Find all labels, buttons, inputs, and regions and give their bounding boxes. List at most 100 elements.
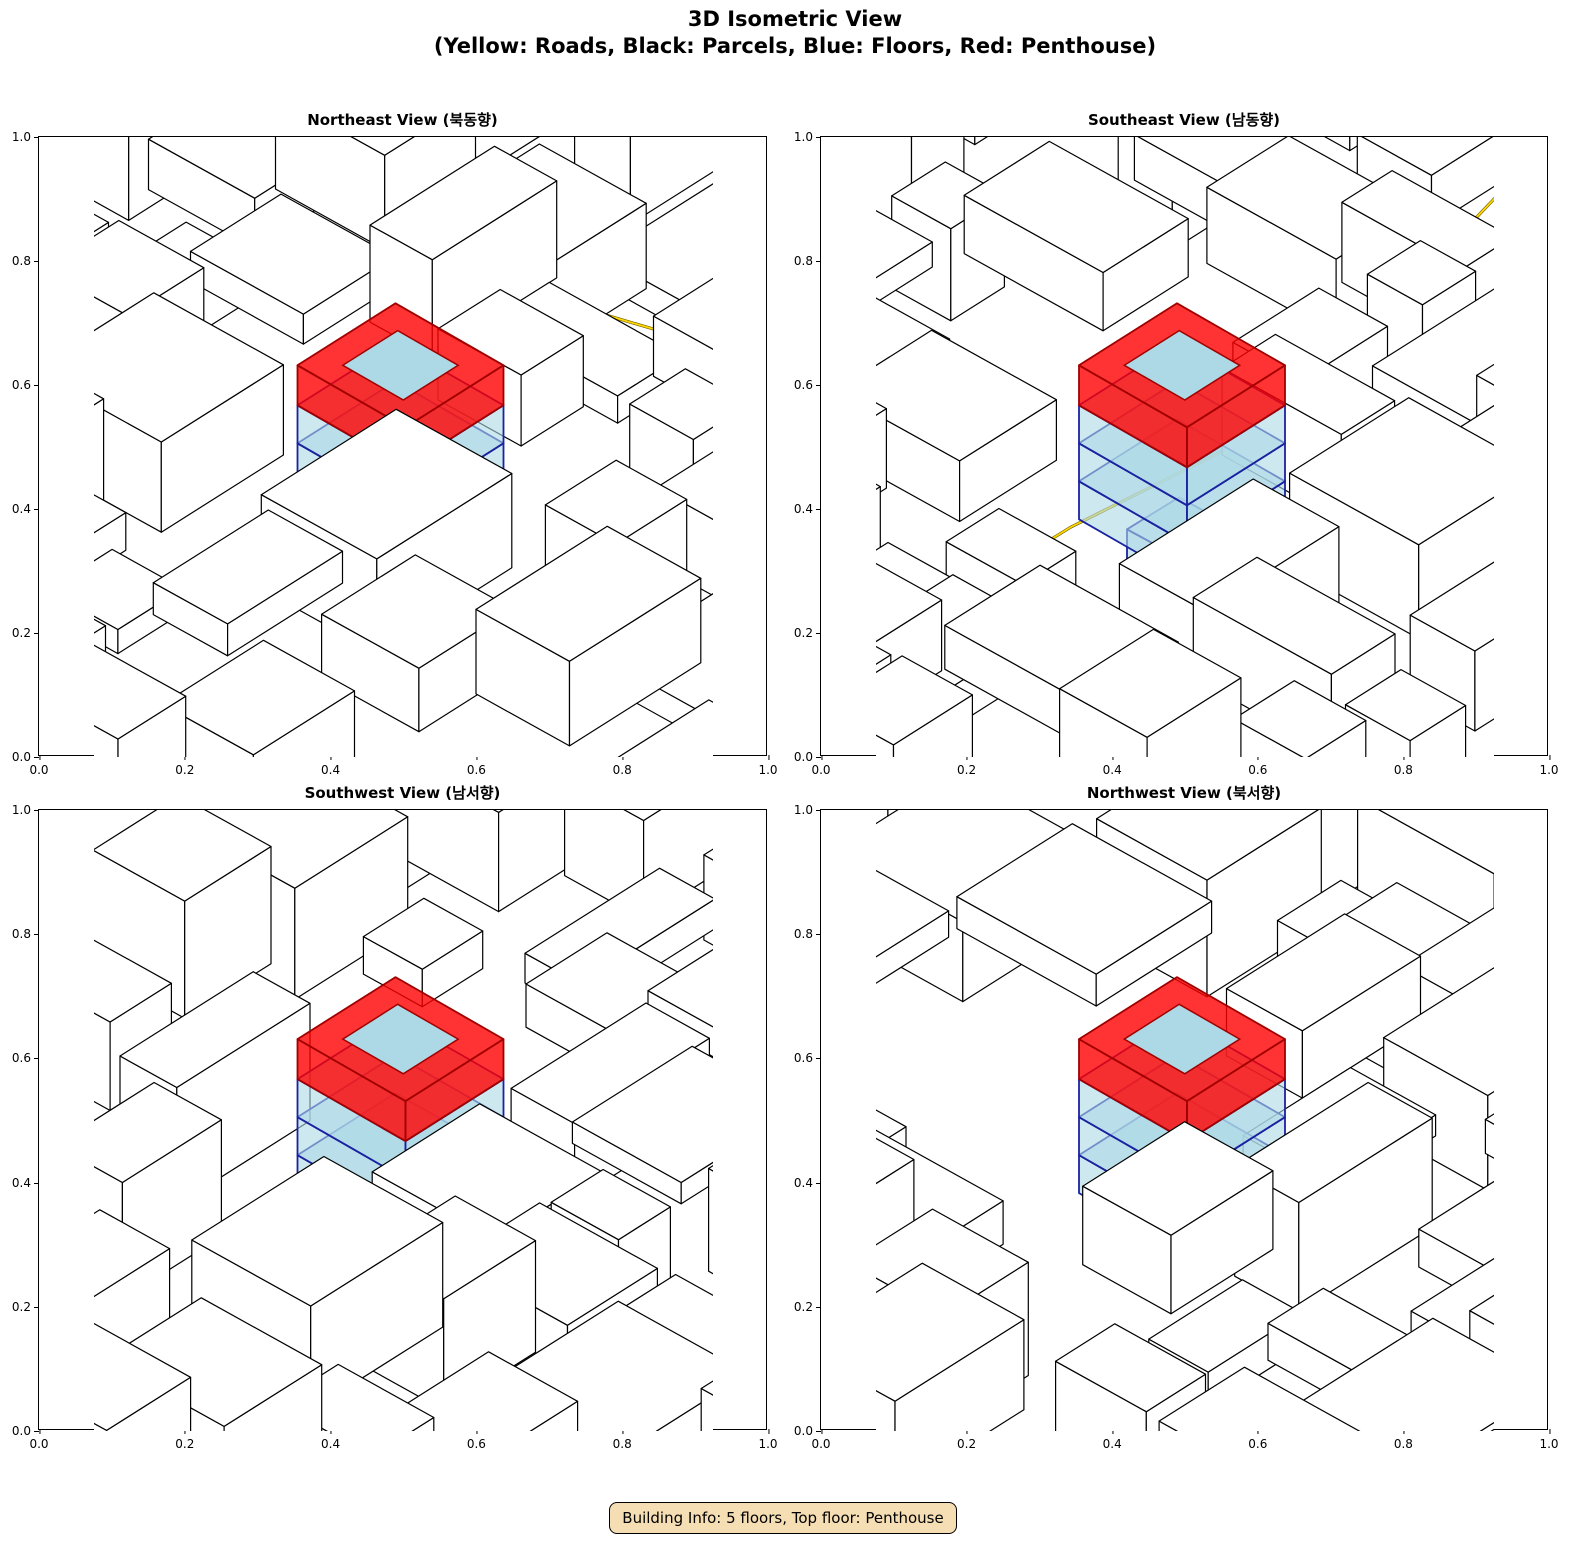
- parcel-building: [1233, 680, 1367, 757]
- panel-title: Southwest View (남서향): [304, 784, 501, 802]
- x-tick-label: 0.2: [175, 755, 195, 777]
- isometric-scene: [821, 137, 1549, 757]
- x-tick-label: 0.2: [957, 1429, 977, 1451]
- y-tick-label: 0.2: [11, 1299, 40, 1314]
- parcel-building: [39, 623, 74, 757]
- y-tick-label: 0.0: [793, 1424, 822, 1438]
- parcel-building: [94, 644, 187, 757]
- y-tick-label: 1.0: [11, 130, 40, 144]
- x-tick-label: 0.6: [1248, 755, 1268, 777]
- figure-title-line2: (Yellow: Roads, Black: Parcels, Blue: Fl…: [433, 34, 1157, 58]
- y-tick-label: 0.2: [793, 1299, 822, 1314]
- parcel-building: [821, 137, 866, 248]
- parcel-building: [571, 1045, 713, 1205]
- parcel-building: [876, 1262, 1025, 1431]
- parcel-building: [1490, 1428, 1494, 1431]
- x-tick-label: 1.0: [758, 1429, 778, 1451]
- parcel-building: [475, 525, 702, 747]
- parcel-building: [1158, 1366, 1361, 1431]
- parcel-building: [94, 292, 284, 533]
- x-tick-label: 0.8: [1393, 755, 1413, 777]
- parcel-building: [738, 1015, 768, 1229]
- parcel-building: [959, 137, 988, 146]
- parcel-building: [1496, 277, 1549, 438]
- panel-title: Southeast View (남동향): [1087, 111, 1281, 129]
- y-tick-label: 0.4: [11, 502, 40, 516]
- y-tick-label: 0.2: [793, 626, 822, 640]
- x-tick-label: 1.0: [1539, 1429, 1559, 1451]
- parcel-building: [703, 848, 713, 946]
- y-tick-label: 0.8: [793, 927, 822, 942]
- parcel-building: [362, 897, 484, 1008]
- x-tick-label: 0.4: [1102, 755, 1122, 777]
- isometric-scene: [39, 137, 713, 757]
- y-tick-label: 0.4: [793, 1175, 822, 1190]
- parcel-building: [821, 247, 859, 437]
- parcel-building: [94, 392, 105, 510]
- x-tick-label: 0.0: [811, 755, 831, 777]
- parcel-building: [876, 483, 881, 577]
- parcel-building: [707, 1165, 713, 1275]
- parcel-building: [1541, 812, 1549, 1020]
- y-tick-label: 0.4: [793, 502, 822, 516]
- parcel-building: [700, 1380, 713, 1431]
- parcel-building: [617, 699, 713, 757]
- y-tick-label: 0.2: [11, 626, 40, 640]
- y-tick-label: 0.6: [793, 378, 822, 392]
- parcel-building: [876, 655, 973, 757]
- x-tick-label: 0.0: [29, 755, 49, 777]
- y-tick-label: 0.0: [793, 750, 822, 764]
- y-tick-label: 0.4: [11, 1175, 40, 1190]
- parcel-building: [821, 960, 843, 1110]
- x-tick-label: 1.0: [758, 755, 778, 777]
- x-tick-label: 0.6: [466, 1429, 486, 1451]
- parcel-building: [876, 209, 933, 304]
- parcel-building: [1510, 142, 1549, 332]
- x-tick-label: 0.6: [1248, 1429, 1268, 1451]
- x-tick-label: 0.2: [957, 755, 977, 777]
- isometric-scene: [39, 810, 768, 1431]
- x-tick-label: 0.2: [175, 1429, 195, 1451]
- x-tick-label: 0.0: [29, 1429, 49, 1451]
- parcel-building: [876, 869, 950, 984]
- parcel-building: [39, 979, 45, 1127]
- panel-title: Northeast View (북동향): [307, 111, 498, 129]
- y-tick-label: 0.8: [11, 254, 40, 268]
- x-tick-label: 0.8: [1393, 1429, 1413, 1451]
- parcel-building: [1542, 621, 1549, 747]
- parcel-building: [94, 1128, 95, 1237]
- isometric-scene: [821, 810, 1549, 1431]
- y-tick-label: 0.6: [11, 1051, 40, 1066]
- y-tick-label: 0.8: [11, 927, 40, 942]
- figure-title: 3D Isometric View (Yellow: Roads, Black:…: [0, 6, 1590, 60]
- x-tick-label: 0.8: [612, 1429, 632, 1451]
- penthouse-opening: [341, 1003, 460, 1075]
- x-tick-label: 1.0: [1539, 755, 1559, 777]
- penthouse-opening: [1122, 1003, 1242, 1075]
- y-tick-label: 0.0: [11, 1424, 40, 1438]
- parcel-building: [876, 329, 1057, 523]
- y-tick-label: 1.0: [793, 803, 822, 817]
- parcel-building: [963, 140, 1189, 332]
- x-tick-label: 0.4: [321, 1429, 341, 1451]
- building-info-box: Building Info: 5 floors, Top floor: Pent…: [609, 1502, 957, 1534]
- y-tick-label: 1.0: [793, 130, 822, 144]
- y-tick-label: 0.6: [11, 378, 40, 392]
- parcel-building: [1484, 1113, 1494, 1159]
- panel-southeast: Southeast View (남동향) 0.0 0.2 0.4 0.6 0.8 1.0 0…: [794, 111, 1559, 777]
- y-tick-label: 0.6: [793, 1051, 822, 1066]
- parcel-building: [1059, 628, 1242, 757]
- parcel-building: [152, 509, 344, 657]
- parcel-building: [94, 1322, 192, 1431]
- parcel-building: [39, 1377, 46, 1431]
- parcel-building: [876, 402, 888, 496]
- y-tick-label: 0.0: [11, 750, 40, 764]
- panel-northeast: Northeast View (북동향) 0.0 0.2 0.4 0.6 0.8 1.0 0…: [12, 111, 778, 777]
- panel-southwest: Southwest View (남서향) 0.0 0.2 0.4 0.6 0.8 1.0 0…: [12, 784, 778, 1451]
- penthouse-opening: [341, 329, 460, 401]
- x-tick-label: 0.6: [466, 755, 486, 777]
